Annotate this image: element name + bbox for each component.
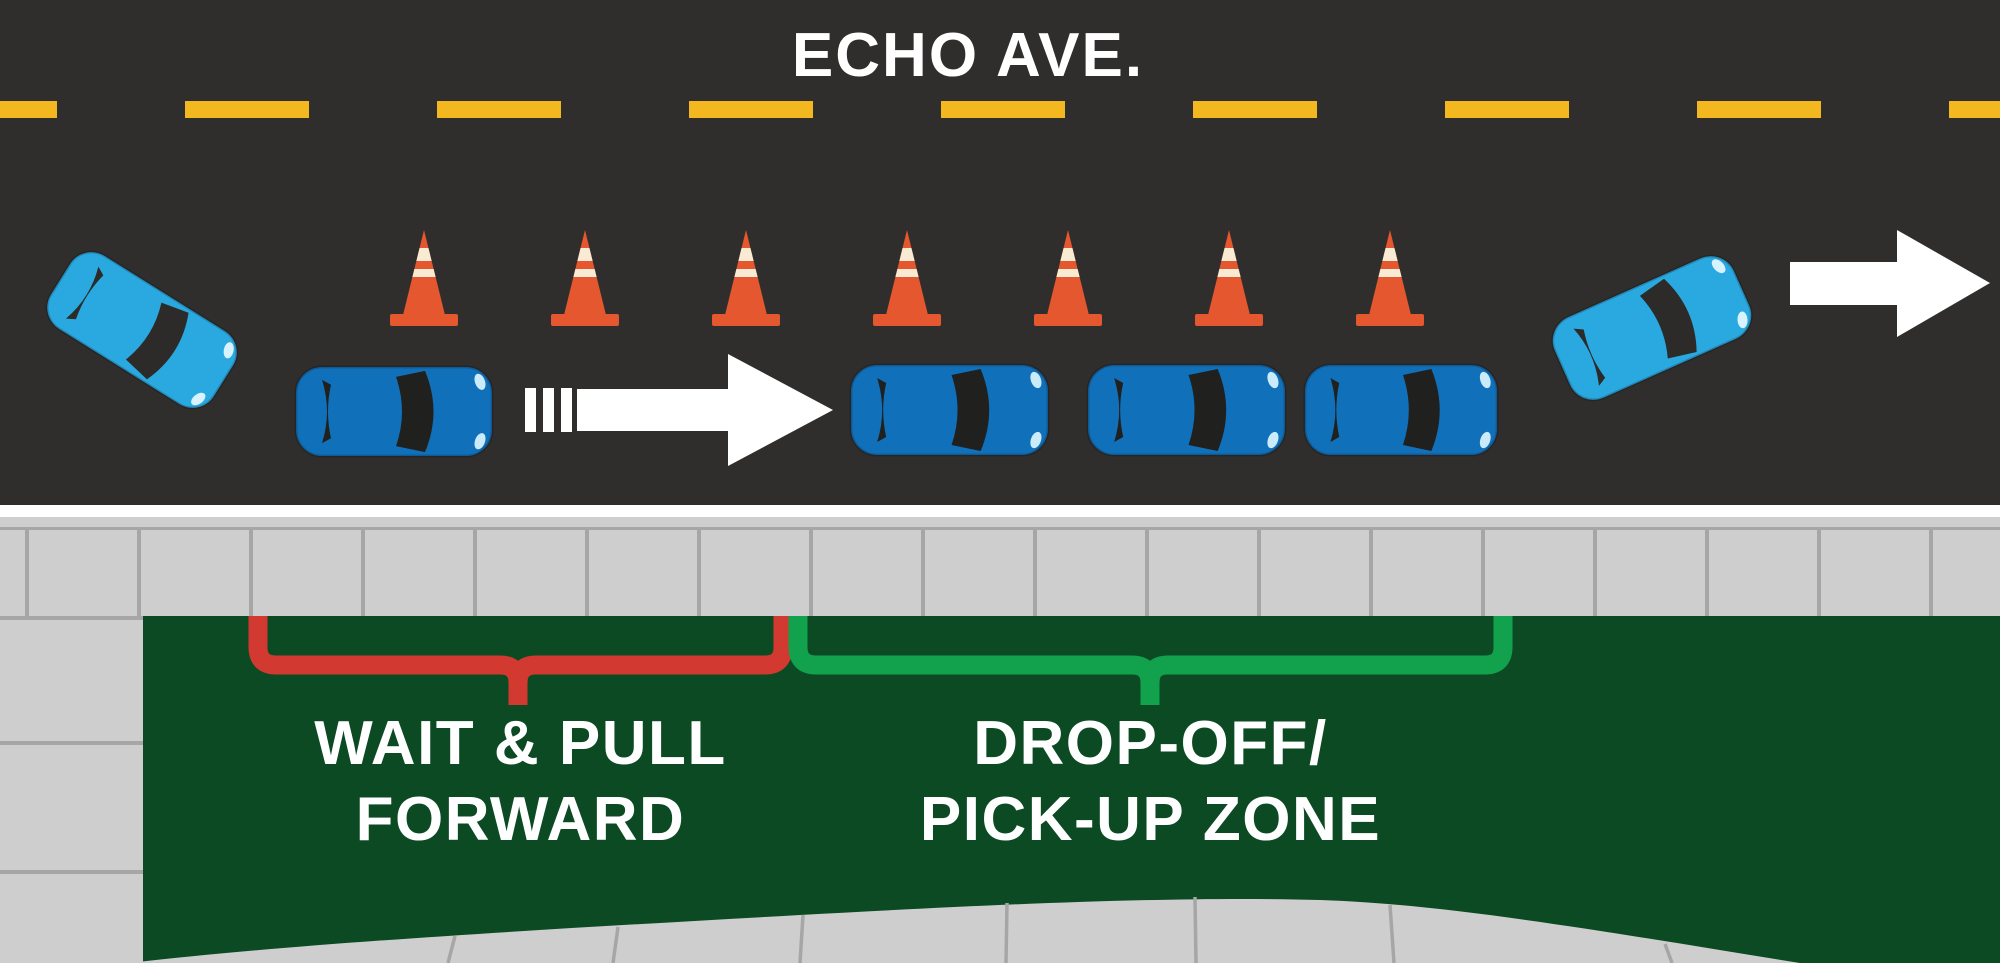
wait-zone-brace (248, 616, 793, 705)
traffic-cone (388, 228, 460, 328)
walkway-joint-lines (446, 896, 1674, 963)
traffic-cone (1193, 228, 1265, 328)
traffic-cone (549, 228, 621, 328)
car-dropoff-3 (1303, 363, 1499, 457)
cars-layer (35, 240, 1762, 458)
direction-arrows (577, 230, 1990, 466)
traffic-cone (1032, 228, 1104, 328)
road: ECHO AVE. (0, 0, 2000, 505)
car-dropoff-1 (849, 363, 1050, 457)
left-sidewalk-joint-lines (0, 616, 143, 874)
traffic-cone (1354, 228, 1426, 328)
cones-row (388, 228, 1426, 328)
curb-brick-joints (0, 527, 2000, 616)
dropoff-zone-label-line1: DROP-OFF/ (973, 709, 1328, 778)
pull-forward-arrow (577, 354, 833, 466)
dropoff-zone-label-line2: PICK-UP ZONE (919, 785, 1382, 854)
car-waiting (294, 364, 494, 458)
dropoff-zone-label: DROP-OFF/ PICK-UP ZONE (798, 706, 1503, 858)
wait-zone-label-line1: WAIT & PULL (314, 709, 727, 778)
traffic-cone (871, 228, 943, 328)
exit-arrow (1790, 230, 1990, 337)
wait-zone-label-line2: FORWARD (355, 785, 686, 854)
car-entering (35, 240, 249, 420)
bottom-walkway (130, 898, 1800, 963)
road-center-line (0, 101, 2000, 118)
car-exiting (1542, 245, 1762, 410)
traffic-cone (710, 228, 782, 328)
car-dropoff-2 (1086, 363, 1287, 457)
schoolyard-area: WAIT & PULL FORWARD DROP-OFF/ PICK-UP ZO… (0, 616, 2000, 963)
curb-edge-line (0, 505, 2000, 517)
sidewalk-curb (0, 505, 2000, 616)
wait-zone-label: WAIT & PULL FORWARD (258, 706, 783, 858)
street-name-label: ECHO AVE. (791, 21, 1145, 90)
dropoff-zone-brace (788, 616, 1513, 705)
motion-dashes (525, 388, 572, 432)
